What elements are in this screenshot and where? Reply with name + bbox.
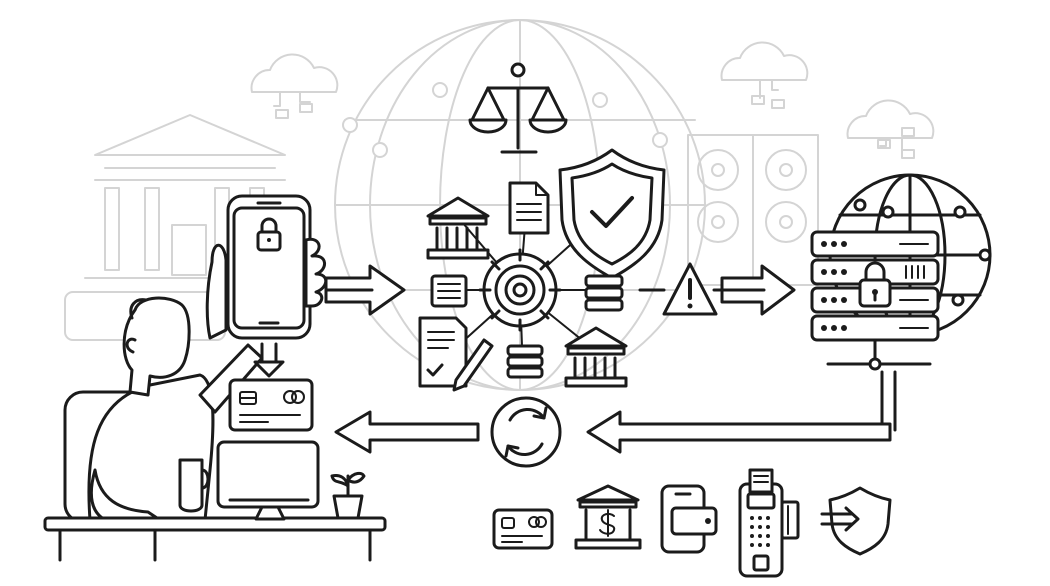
arrow-down-icon — [253, 342, 285, 378]
arrow-right-icon — [324, 264, 406, 316]
server-fans-background — [687, 134, 819, 286]
bank-icon — [426, 196, 490, 260]
cloud-icon — [250, 53, 339, 119]
arrow-left-icon — [586, 410, 892, 454]
cloud-icon — [846, 99, 935, 159]
shield-check-icon — [558, 148, 666, 280]
database-icon — [506, 344, 544, 379]
sync-icon — [490, 396, 562, 468]
credit-card-icon — [228, 378, 314, 432]
document-icon — [430, 274, 468, 308]
plant-icon — [330, 471, 366, 520]
bank-icon — [564, 326, 628, 388]
arrow-left-icon — [334, 410, 480, 454]
arrow-right-icon — [720, 264, 796, 316]
smartphone-lock-icon — [205, 194, 328, 340]
desk — [43, 516, 387, 562]
database-icon — [584, 274, 624, 312]
pos-terminal-icon — [738, 468, 800, 578]
scales-of-justice-icon — [468, 62, 568, 154]
document-icon — [508, 181, 550, 235]
person-icon — [63, 296, 264, 524]
padlock-icon — [858, 261, 892, 308]
desktop-monitor-icon — [216, 440, 320, 521]
gear-icon — [478, 248, 562, 332]
wallet-phone-icon — [660, 484, 718, 554]
shield-arrow-icon — [820, 486, 892, 556]
credit-card-icon — [492, 508, 554, 550]
bank-icon — [574, 484, 642, 550]
warning-icon — [638, 262, 724, 316]
contract-sign-icon — [418, 316, 494, 392]
cloud-icon — [720, 41, 809, 109]
